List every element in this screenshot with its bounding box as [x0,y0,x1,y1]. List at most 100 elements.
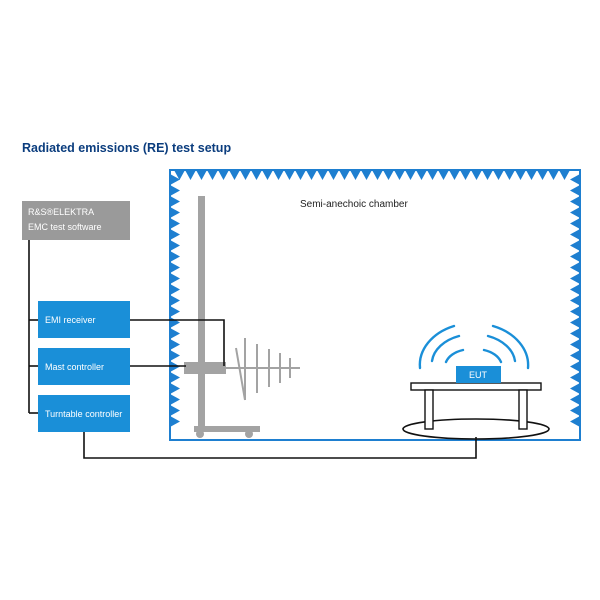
eut-label: EUT [469,370,488,380]
absorber-cone [350,170,361,180]
absorber-cone [570,284,580,295]
eut-box: EUT [456,366,501,383]
emission-waves [418,324,530,370]
absorber-cone [570,207,580,218]
absorber-cone [427,170,438,180]
absorber-cone [170,306,180,317]
absorber-cone [537,170,548,180]
absorber-cone [438,170,449,180]
absorber-cone [328,170,339,180]
log-periodic-antenna [226,338,300,401]
absorber-cone [570,350,580,361]
absorber-cones [170,170,580,427]
turntable [402,418,550,440]
absorber-cone [170,196,180,207]
absorber-cone [170,229,180,240]
software-name: R&S®ELEKTRA [28,207,94,217]
absorber-cone [170,416,180,427]
absorber-cone [559,170,570,180]
turntable-controller-label: Turntable controller [45,409,122,419]
absorber-cone [460,170,471,180]
absorber-cone [229,170,240,180]
absorber-cone [493,170,504,180]
absorber-cone [170,372,180,383]
absorber-cone [570,306,580,317]
control-bus-wires [28,240,38,414]
absorber-cone [449,170,460,180]
software-box: R&S®ELEKTRA EMC test software [22,201,130,240]
absorber-cone [170,218,180,229]
emi-receiver-box: EMI receiver [38,301,130,338]
absorber-cone [383,170,394,180]
absorber-cone [471,170,482,180]
absorber-cone [570,339,580,350]
absorber-cone [416,170,427,180]
antenna-mast [184,196,260,438]
absorber-cone [185,170,196,180]
chamber-label: Semi-anechoic chamber [300,199,408,210]
connection-cables [83,319,477,459]
absorber-cone [570,405,580,416]
turntable-controller-box: Turntable controller [38,395,130,432]
absorber-cone [218,170,229,180]
absorber-cone [570,372,580,383]
diagram-title: Radiated emissions (RE) test setup [22,141,231,155]
absorber-cone [170,174,180,185]
absorber-cone [174,170,185,180]
absorber-cone [170,383,180,394]
absorber-cone [570,394,580,405]
absorber-cone [372,170,383,180]
absorber-cone [570,262,580,273]
absorber-cone [170,317,180,328]
absorber-cone [504,170,515,180]
absorber-cone [570,416,580,427]
absorber-cone [170,262,180,273]
absorber-cone [170,273,180,284]
absorber-cone [170,339,180,350]
absorber-cone [317,170,328,180]
absorber-cone [170,405,180,416]
absorber-cone [570,218,580,229]
absorber-cone [570,251,580,262]
absorber-cone [482,170,493,180]
semi-anechoic-chamber [169,169,581,441]
test-table [410,382,542,430]
absorber-cone [548,170,559,180]
emi-receiver-label: EMI receiver [45,315,96,325]
absorber-cone [570,273,580,284]
absorber-cone [570,229,580,240]
mast-controller-label: Mast controller [45,362,104,372]
absorber-cone [295,170,306,180]
absorber-cone [405,170,416,180]
absorber-cone [207,170,218,180]
absorber-cone [570,317,580,328]
absorber-cone [570,328,580,339]
absorber-cone [570,185,580,196]
absorber-cone [196,170,207,180]
absorber-cone [170,284,180,295]
absorber-cone [570,196,580,207]
absorber-cone [240,170,251,180]
absorber-cone [170,350,180,361]
absorber-cone [361,170,372,180]
absorber-cone [570,174,580,185]
absorber-cone [526,170,537,180]
absorber-cone [170,185,180,196]
absorber-cone [170,240,180,251]
absorber-cone [306,170,317,180]
mast-controller-box: Mast controller [38,348,130,385]
absorber-cone [339,170,350,180]
absorber-cone [170,295,180,306]
absorber-cone [273,170,284,180]
absorber-cone [170,251,180,262]
absorber-cone [262,170,273,180]
absorber-cone [570,295,580,306]
absorber-cone [284,170,295,180]
absorber-cone [170,394,180,405]
absorber-cone [515,170,526,180]
absorber-cone [251,170,262,180]
absorber-cone [170,328,180,339]
software-subtitle: EMC test software [28,222,102,232]
absorber-cone [570,240,580,251]
